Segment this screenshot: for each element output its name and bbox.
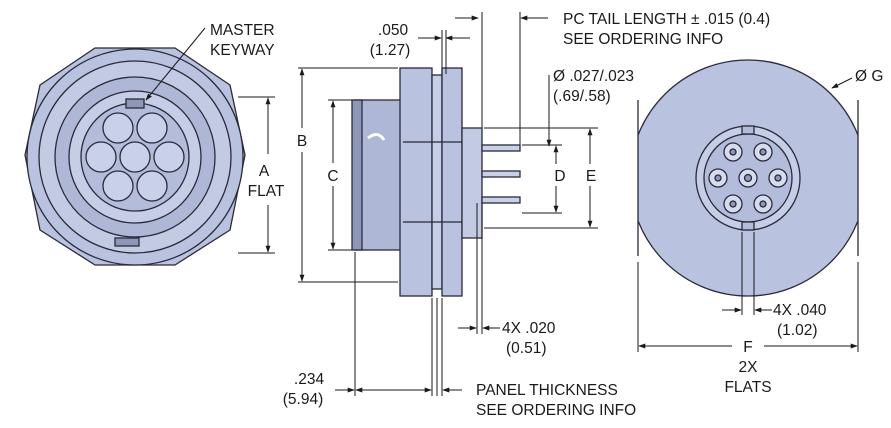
rear-insert-key-top	[741, 125, 755, 135]
pin-dia-mm: (.69/.58)	[553, 88, 611, 105]
dim-g-leader	[831, 77, 853, 89]
contact-cavity	[102, 170, 134, 202]
pc-tail	[481, 144, 521, 152]
dim-e-label: E	[586, 168, 596, 185]
rear-pin-center	[759, 200, 767, 208]
flange-dim-mm: (1.27)	[370, 42, 411, 59]
master-keyway-label-2: KEYWAY	[210, 42, 275, 59]
rear-pin-center	[774, 174, 782, 182]
tail-length-label-1: PC TAIL LENGTH ± .015 (0.4)	[563, 11, 770, 28]
master-keyway-notch	[125, 98, 145, 109]
side-plug-front-band	[351, 99, 363, 251]
depth-dim-inch: .234	[294, 371, 325, 388]
rear-pin-center	[714, 174, 722, 182]
rear-view: Ø G 4X .040 (1.02) F 2X FLATS	[637, 59, 883, 396]
side-flange	[399, 67, 433, 297]
dim-a-flat-label: FLAT	[248, 183, 285, 200]
dim-a-label: A	[259, 163, 270, 180]
pc-tail	[481, 196, 521, 204]
flange-dim-inch: .050	[378, 22, 409, 39]
gap-dim-mm: (0.51)	[506, 340, 547, 357]
flat-dim-mm: (1.02)	[777, 322, 818, 339]
contact-cavity	[136, 112, 168, 144]
rear-pin-center	[729, 200, 737, 208]
bottom-key-notch	[114, 237, 140, 247]
pin-dia-inch: Ø .027/.023	[553, 68, 634, 85]
front-contact-group	[85, 112, 185, 202]
dim-f-count: 2X	[739, 359, 759, 376]
dim-c-label: C	[327, 168, 338, 185]
tail-length-label-2: SEE ORDERING INFO	[563, 31, 723, 48]
panel-thickness-label-1: PANEL THICKNESS	[476, 382, 618, 399]
master-keyway-leader	[145, 27, 206, 101]
side-flange-thin	[431, 74, 443, 290]
side-keyway-hook	[367, 133, 386, 141]
contact-cavity	[153, 141, 185, 173]
dim-b-label: B	[297, 133, 307, 150]
contact-cavity	[102, 112, 134, 144]
dim-f-flats: FLATS	[724, 379, 771, 396]
panel-thickness-label-2: SEE ORDERING INFO	[476, 402, 636, 419]
rear-pin-center	[743, 173, 753, 183]
master-keyway-label-1: MASTER	[210, 22, 275, 39]
front-view: MASTER KEYWAY A FLAT	[24, 22, 285, 266]
flat-dim-inch: 4X .040	[773, 302, 827, 319]
contact-cavity	[85, 141, 117, 173]
side-view: B C .050 (1.27) PC TAIL LENGTH ± .015 (0…	[283, 11, 770, 419]
side-rear-boss	[461, 127, 483, 239]
rear-pin-center	[729, 148, 737, 156]
dim-d-label: D	[554, 168, 565, 185]
depth-dim-mm: (5.94)	[283, 391, 324, 408]
dim-g-label: Ø G	[855, 68, 883, 85]
rear-pin-group	[708, 142, 788, 214]
dim-f-label: F	[743, 339, 752, 356]
side-jam-nut	[441, 67, 463, 297]
pc-tail	[481, 170, 521, 178]
contact-cavity	[136, 170, 168, 202]
rear-insert-key-bottom	[741, 221, 755, 231]
rear-pin-center	[759, 148, 767, 156]
gap-dim-inch: 4X .020	[502, 320, 556, 337]
contact-cavity	[119, 141, 151, 173]
